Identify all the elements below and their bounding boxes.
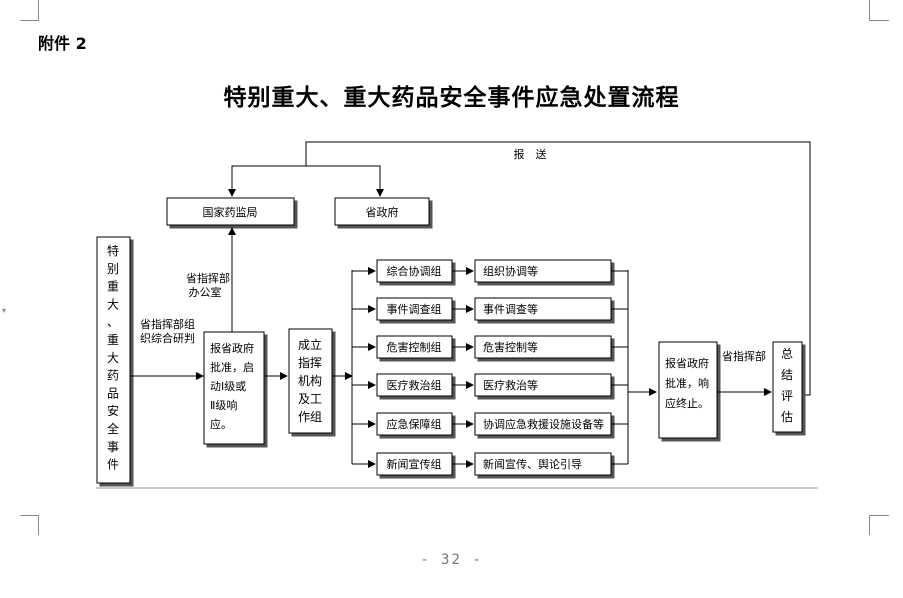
group-label: 危害控制组 [387,340,442,354]
summary-char: 估 [781,410,793,424]
group-label: 综合协调组 [387,264,442,278]
document-title: 特别重大、重大药品安全事件应急处置流程 [223,84,680,111]
summary-char: 结 [781,368,793,382]
event-char: 重 [107,280,119,294]
report-loop [228,141,811,396]
crop-mark-bottom-right-v [869,515,870,535]
event-char: 件 [107,458,119,472]
group-label: 新闻宣传组 [387,457,442,471]
office-label-2: 办公室 [189,285,222,299]
setup-box [288,328,333,434]
nmpa-box [166,197,295,226]
event-chars: 特别重大、重大药品安全事件 [107,243,119,472]
event-char: 品 [107,386,119,400]
summary-char: 评 [781,389,793,403]
report-start-line: 批准，启 [210,360,254,374]
crop-mark-top-left-h [20,20,39,21]
prov-gov-box [334,197,430,226]
task-label: 协调应急救援设施设备等 [483,417,604,431]
prov-gov-label: 省政府 [366,205,399,219]
crop-mark-bottom-right-h [869,515,889,516]
task-label: 组织协调等 [483,264,538,278]
group-label: 应急保障组 [387,417,442,431]
summary-char: 总 [781,347,793,361]
event-char: 别 [107,262,119,276]
report-start-line: 动Ⅰ级或 [210,380,246,393]
crop-mark-top-right-h [869,20,889,21]
task-label: 事件调查等 [483,302,538,316]
task-label: 医疗救治等 [483,378,538,392]
office-label-1: 省指挥部 [186,271,230,285]
setup-line: 作组 [298,410,322,424]
report-start-line: Ⅱ级响 [210,399,237,412]
event-char: 全 [107,421,119,436]
study-label-2: 织综合研判 [140,331,195,345]
group-label: 医疗救治组 [387,378,442,392]
event-char: 重 [107,333,119,347]
report-start-box [203,331,265,445]
event-char: 事 [107,440,119,454]
report-start-line: 报省政府 [210,341,254,355]
event-char: 特 [107,243,119,258]
margin-marker: ▾ [2,306,7,315]
event-char: 大 [107,351,119,365]
event-char: 安 [107,403,119,418]
report-end-box [658,341,718,439]
report-end-line: 报省政府 [665,356,709,370]
group-label: 事件调查组 [387,302,442,316]
study-label-1: 省指挥部组 [140,317,195,331]
setup-line: 指挥 [298,355,322,370]
crop-mark-bottom-left-v [38,515,39,535]
task-label: 危害控制等 [483,340,538,354]
hq-label: 省指挥部 [722,349,766,363]
report-end-line: 批准，响 [665,376,709,390]
task-label: 新闻宣传、舆论引导 [483,457,582,471]
crop-mark-top-left-v [38,0,39,20]
setup-line: 成立 [298,337,322,352]
attachment-label: 附件 2 [38,34,87,53]
report-end-line: 应终止。 [665,396,709,410]
event-char: 药 [107,369,119,383]
nmpa-label: 国家药监局 [203,205,258,219]
summary-box [772,341,803,433]
crop-mark-top-right-v [869,0,870,20]
setup-line: 及工 [298,392,322,406]
event-char: 大 [107,297,119,311]
setup-line: 机构 [298,373,322,388]
event-box [96,236,131,484]
report-label: 报 送 [514,147,547,161]
page-number: - 32 - [420,552,483,568]
crop-mark-bottom-left-h [20,515,39,516]
event-char: 、 [107,315,119,329]
report-start-line: 应。 [210,417,232,431]
